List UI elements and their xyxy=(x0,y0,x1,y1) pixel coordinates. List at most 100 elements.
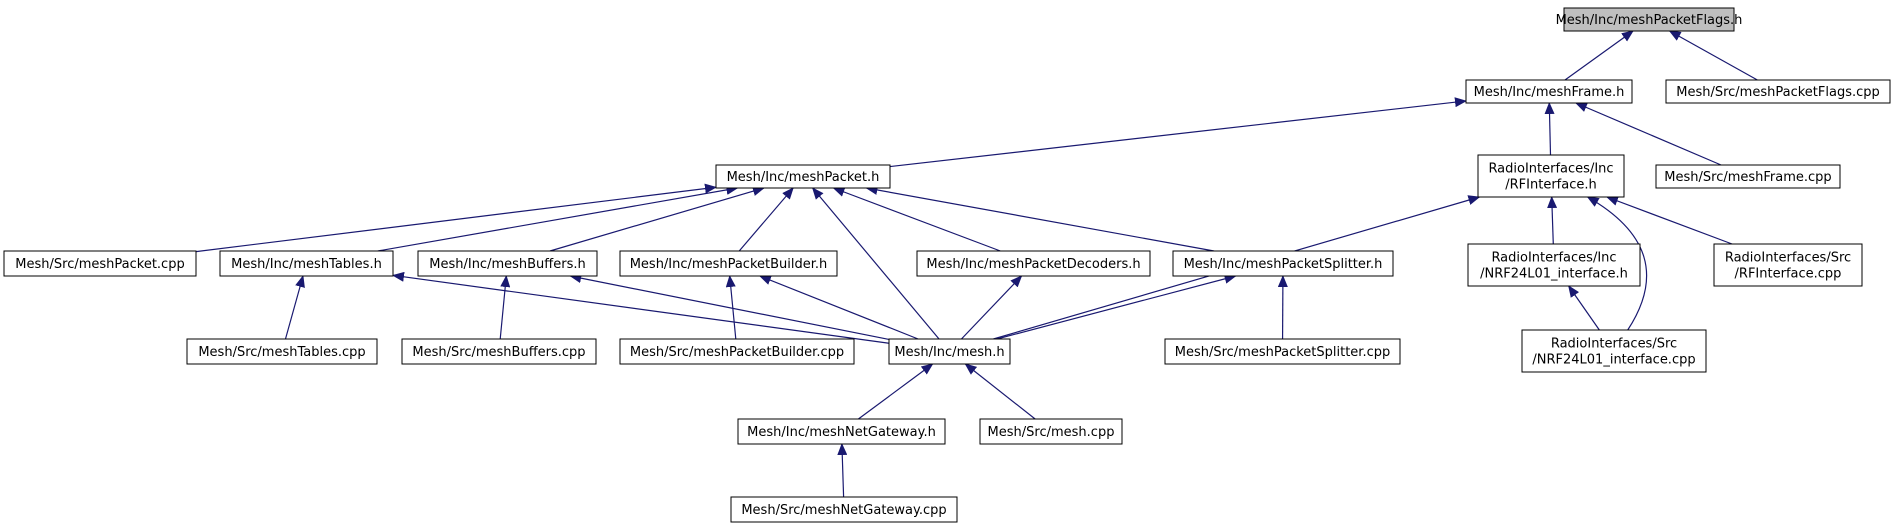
node-nrf24l01-interface-h[interactable]: RadioInterfaces/Inc/NRF24L01_interface.h xyxy=(1467,243,1641,287)
node-box xyxy=(1465,79,1633,104)
node-box xyxy=(916,250,1151,277)
node-mesh-buffers-h[interactable]: Mesh/Inc/meshBuffers.h xyxy=(417,250,598,277)
edges-layer xyxy=(195,30,1758,498)
node-rfinterface-cpp[interactable]: RadioInterfaces/Src/RFInterface.cpp xyxy=(1713,243,1863,287)
node-mesh-packet-splitter-cpp[interactable]: Mesh/Src/meshPacketSplitter.cpp xyxy=(1164,338,1401,365)
node-mesh-packet-builder-h[interactable]: Mesh/Inc/meshPacketBuilder.h xyxy=(619,250,838,277)
edge-rfinterface-h-to-nrf24l01-interface-h xyxy=(1547,196,1558,245)
edge-rfinterface-h-to-mesh-h xyxy=(993,195,1481,340)
edge-mesh-packet-h-to-mesh-packet-decoders-h xyxy=(832,187,1001,252)
edge-mesh-h-to-mesh-net-gateway-h xyxy=(858,363,934,420)
edge-mesh-packet-h-to-mesh-tables-h xyxy=(377,184,739,252)
node-box xyxy=(619,250,838,277)
node-box xyxy=(186,338,378,365)
node-mesh-packet-builder-cpp[interactable]: Mesh/Src/meshPacketBuilder.cpp xyxy=(619,338,855,365)
node-label: Mesh/Src/meshPacket.cpp xyxy=(15,257,184,272)
node-label: Mesh/Inc/meshTables.h xyxy=(231,257,382,272)
node-mesh-packet-splitter-h[interactable]: Mesh/Inc/meshPacketSplitter.h xyxy=(1172,250,1394,277)
node-label: RadioInterfaces/Inc xyxy=(1488,162,1613,177)
edge-mesh-packet-h-to-mesh-packet-builder-h xyxy=(738,187,794,252)
node-label: RadioInterfaces/Src xyxy=(1551,337,1677,352)
node-label: Mesh/Src/meshFrame.cpp xyxy=(1664,170,1831,185)
node-mesh-packet-h[interactable]: Mesh/Inc/meshPacket.h xyxy=(715,164,891,189)
edge-mesh-packet-decoders-h-to-mesh-h xyxy=(960,275,1023,340)
edge-mesh-frame-h-to-mesh-packet-h xyxy=(889,97,1467,168)
node-box xyxy=(737,418,946,445)
node-label: Mesh/Src/meshNetGateway.cpp xyxy=(741,503,946,518)
edge-rfinterface-h-to-nrf24l01-interface-cpp xyxy=(1586,196,1648,331)
node-box xyxy=(1665,79,1891,104)
node-label: Mesh/Src/meshPacketSplitter.cpp xyxy=(1175,345,1391,360)
node-mesh-frame-cpp[interactable]: Mesh/Src/meshFrame.cpp xyxy=(1655,164,1841,189)
node-label: /RFInterface.cpp xyxy=(1735,267,1842,282)
nodes-layer: Mesh/Inc/meshPacketFlags.hMesh/Inc/meshF… xyxy=(3,7,1891,523)
node-mesh-packet-cpp[interactable]: Mesh/Src/meshPacket.cpp xyxy=(3,250,197,277)
node-box xyxy=(417,250,598,277)
node-label: RadioInterfaces/Src xyxy=(1725,251,1851,266)
node-mesh-packet-flags-cpp[interactable]: Mesh/Src/meshPacketFlags.cpp xyxy=(1665,79,1891,104)
edge-mesh-net-gateway-h-to-mesh-net-gateway-cpp xyxy=(837,443,848,498)
edge-mesh-packet-builder-h-to-mesh-packet-builder-cpp xyxy=(725,275,737,340)
edge-mesh-buffers-h-to-mesh-h xyxy=(569,273,890,341)
node-box xyxy=(619,338,855,365)
edge-mesh-packet-h-to-mesh-h xyxy=(811,187,940,340)
node-mesh-net-gateway-h[interactable]: Mesh/Inc/meshNetGateway.h xyxy=(737,418,946,445)
node-mesh-frame-h[interactable]: Mesh/Inc/meshFrame.h xyxy=(1465,79,1633,104)
node-label: Mesh/Inc/mesh.h xyxy=(894,345,1004,360)
edge-mesh-packet-splitter-h-to-mesh-h xyxy=(996,273,1237,340)
node-box xyxy=(1521,329,1707,373)
node-mesh-net-gateway-cpp[interactable]: Mesh/Src/meshNetGateway.cpp xyxy=(730,496,958,523)
node-label: /NRF24L01_interface.h xyxy=(1480,267,1628,282)
edge-mesh-packet-flags-h-to-mesh-frame-h xyxy=(1564,30,1634,81)
node-label: Mesh/Src/mesh.cpp xyxy=(988,425,1115,440)
node-mesh-cpp[interactable]: Mesh/Src/mesh.cpp xyxy=(979,418,1123,445)
node-mesh-packet-flags-h[interactable]: Mesh/Inc/meshPacketFlags.h xyxy=(1556,7,1743,32)
node-label: Mesh/Inc/meshPacketDecoders.h xyxy=(926,257,1140,272)
node-mesh-buffers-cpp[interactable]: Mesh/Src/meshBuffers.cpp xyxy=(401,338,597,365)
node-label: Mesh/Inc/meshPacket.h xyxy=(727,170,880,185)
node-label: /NRF24L01_interface.cpp xyxy=(1532,353,1695,368)
node-box xyxy=(715,164,891,189)
node-box xyxy=(1655,164,1841,189)
edge-mesh-frame-h-to-rfinterface-h xyxy=(1544,102,1555,156)
node-box xyxy=(1477,154,1625,198)
node-label: Mesh/Src/meshBuffers.cpp xyxy=(412,345,585,360)
node-label: RadioInterfaces/Inc xyxy=(1491,251,1616,266)
node-label: Mesh/Inc/meshPacketSplitter.h xyxy=(1184,257,1383,272)
node-nrf24l01-interface-cpp[interactable]: RadioInterfaces/Src/NRF24L01_interface.c… xyxy=(1521,329,1707,373)
node-rfinterface-h[interactable]: RadioInterfaces/Inc/RFInterface.h xyxy=(1477,154,1625,198)
node-box xyxy=(219,250,394,277)
edge-mesh-packet-flags-h-to-mesh-packet-flags-cpp xyxy=(1668,30,1758,81)
node-mesh-h[interactable]: Mesh/Inc/mesh.h xyxy=(888,338,1011,365)
node-label: Mesh/Inc/meshPacketFlags.h xyxy=(1556,13,1743,28)
node-box xyxy=(888,338,1011,365)
edge-mesh-packet-builder-h-to-mesh-h xyxy=(758,275,919,340)
edge-mesh-h-to-mesh-cpp xyxy=(964,363,1036,420)
edge-mesh-packet-h-to-mesh-buffers-h xyxy=(549,186,765,252)
node-box xyxy=(730,496,958,523)
node-box xyxy=(979,418,1123,445)
node-mesh-tables-cpp[interactable]: Mesh/Src/meshTables.cpp xyxy=(186,338,378,365)
edge-mesh-frame-h-to-mesh-frame-cpp xyxy=(1575,102,1722,166)
edge-rfinterface-h-to-rfinterface-cpp xyxy=(1605,196,1733,245)
node-label: Mesh/Src/meshTables.cpp xyxy=(198,345,365,360)
node-box xyxy=(1467,243,1641,287)
node-label: Mesh/Inc/meshFrame.h xyxy=(1474,85,1625,100)
edge-mesh-packet-h-to-mesh-packet-cpp xyxy=(195,183,717,253)
node-label: Mesh/Inc/meshBuffers.h xyxy=(429,257,585,272)
edge-mesh-buffers-h-to-mesh-buffers-cpp xyxy=(499,275,511,340)
edge-nrf24l01-interface-h-to-nrf24l01-interface-cpp xyxy=(1568,285,1600,331)
node-mesh-packet-decoders-h[interactable]: Mesh/Inc/meshPacketDecoders.h xyxy=(916,250,1151,277)
node-box xyxy=(1164,338,1401,365)
node-label: Mesh/Inc/meshNetGateway.h xyxy=(747,425,936,440)
node-label: Mesh/Src/meshPacketBuilder.cpp xyxy=(630,345,844,360)
node-box xyxy=(3,250,197,277)
node-label: Mesh/Src/meshPacketFlags.cpp xyxy=(1676,85,1880,100)
node-box xyxy=(1563,7,1735,32)
node-box xyxy=(401,338,597,365)
edge-mesh-tables-h-to-mesh-tables-cpp xyxy=(284,275,305,340)
node-box xyxy=(1172,250,1394,277)
edge-mesh-tables-h-to-mesh-h xyxy=(392,271,890,344)
node-mesh-tables-h[interactable]: Mesh/Inc/meshTables.h xyxy=(219,250,394,277)
